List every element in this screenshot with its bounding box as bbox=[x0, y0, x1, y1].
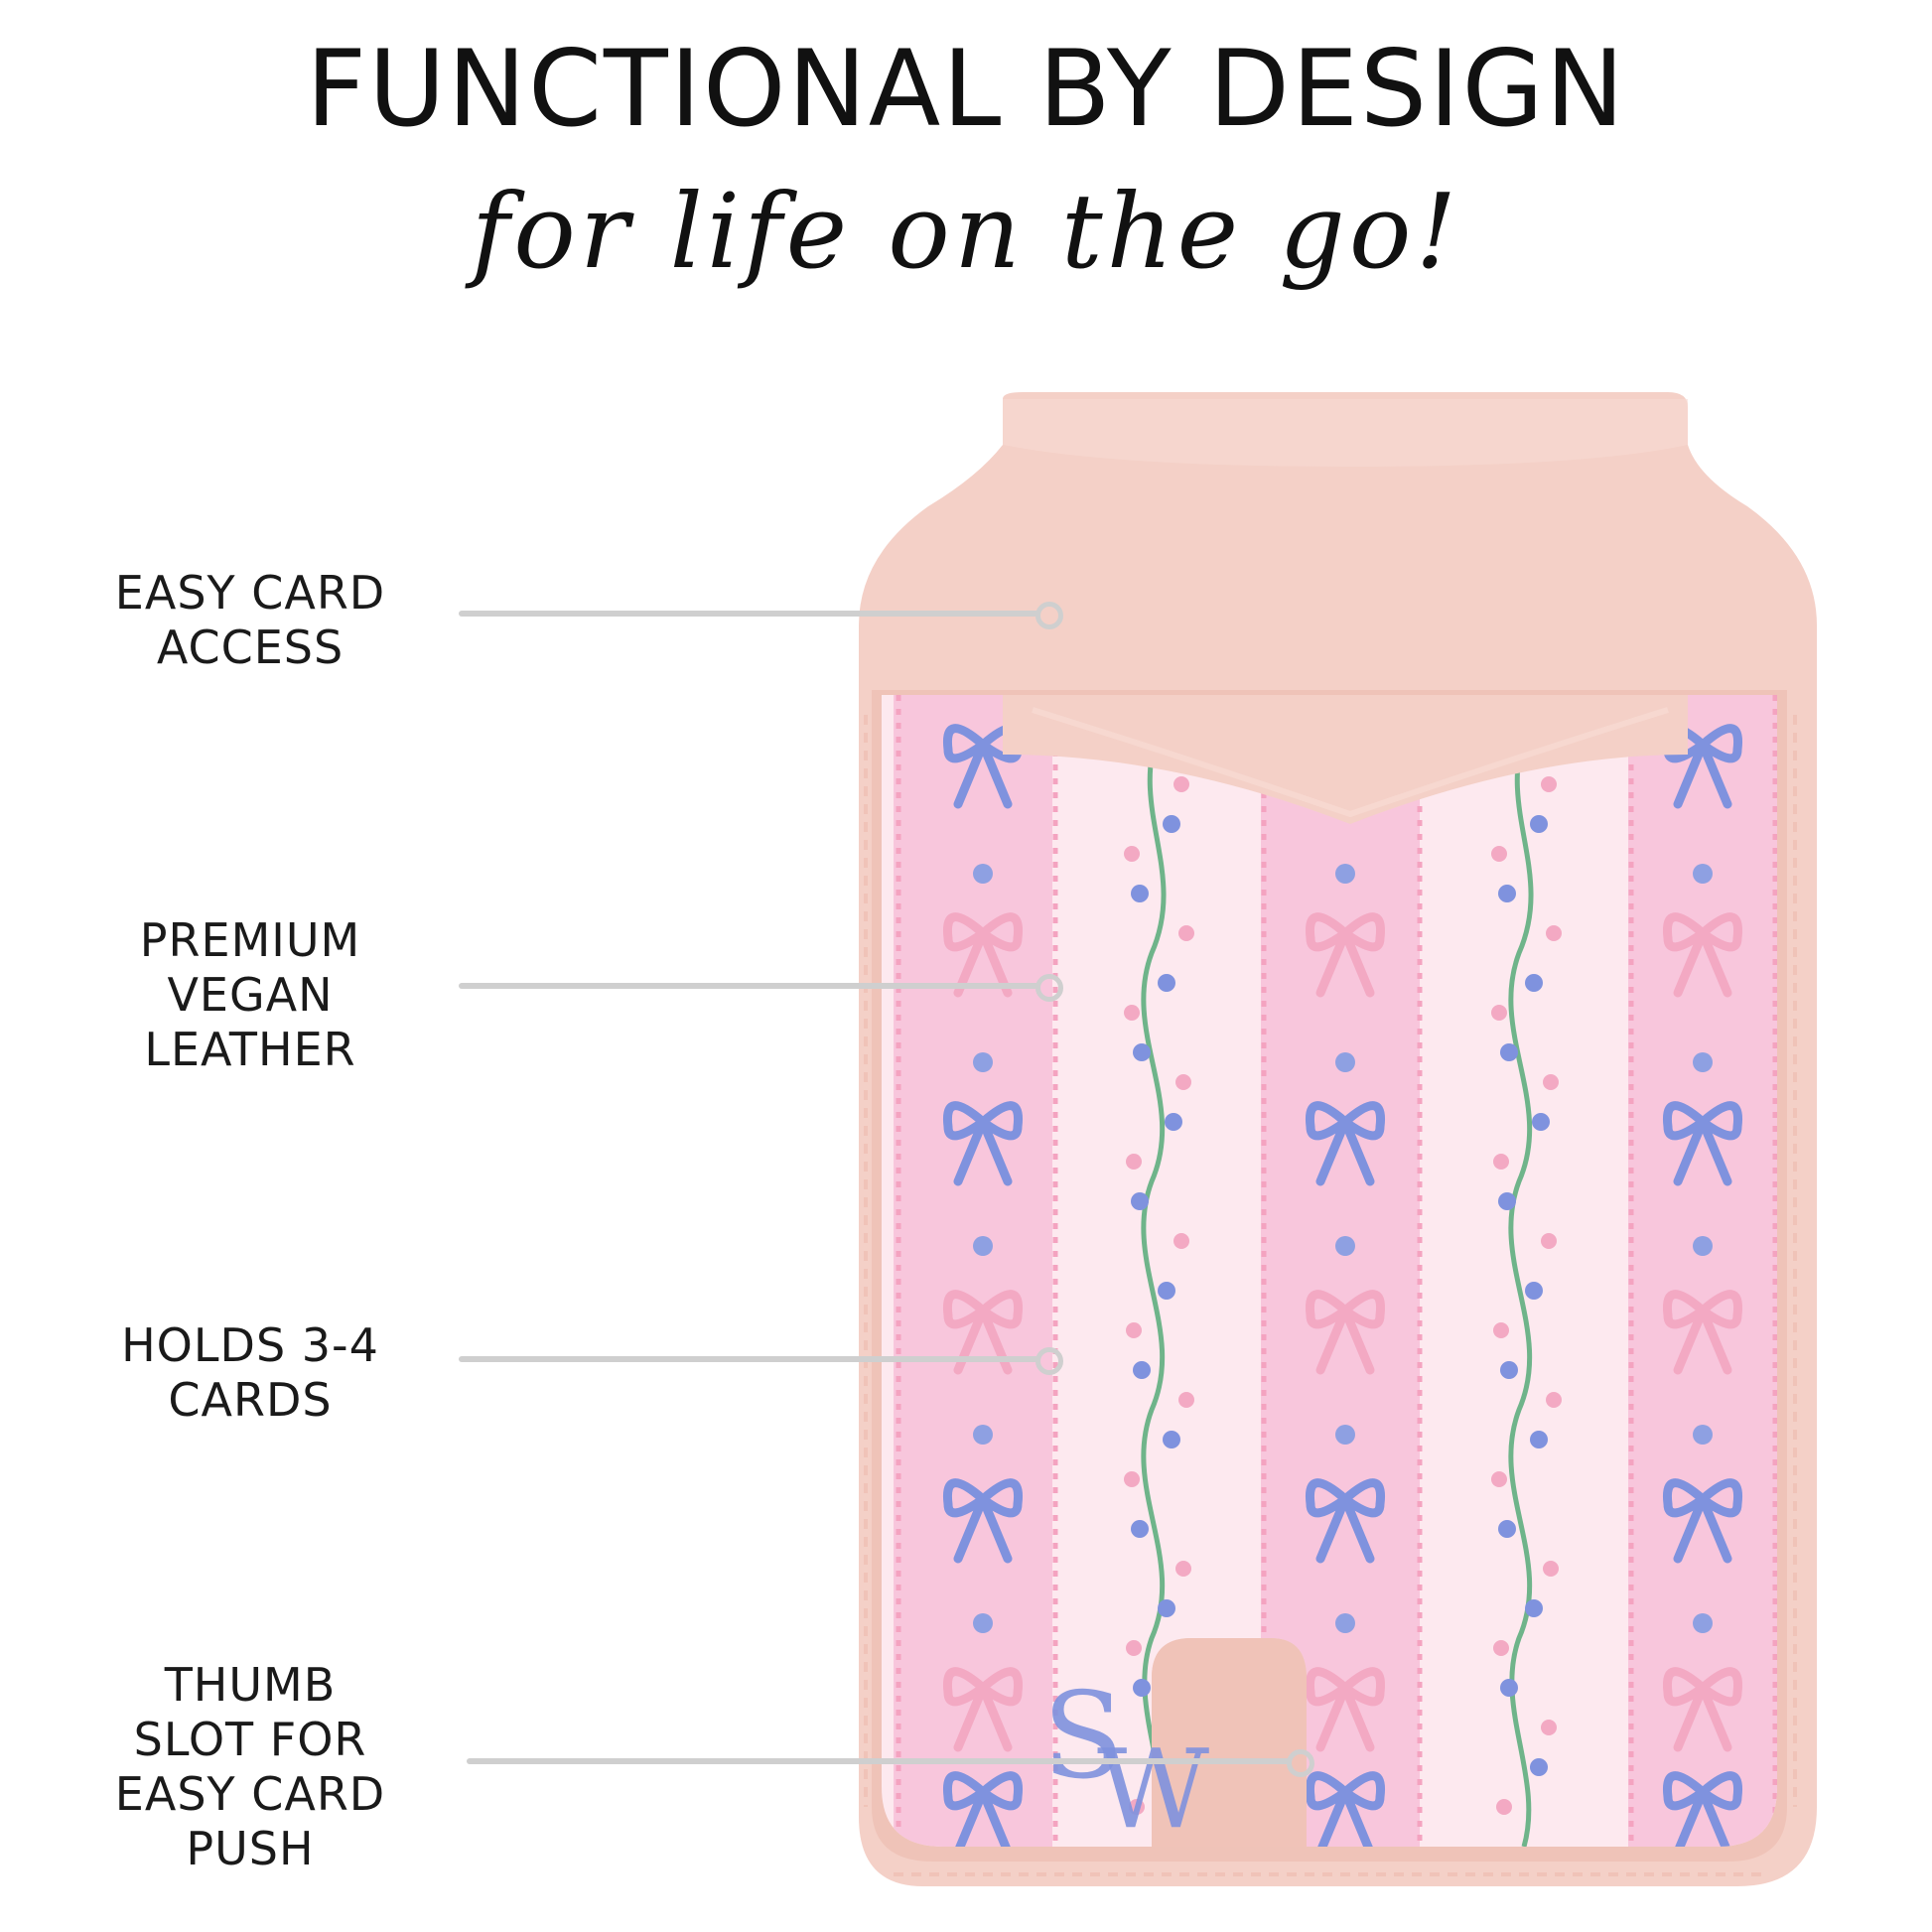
callout-dot-4 bbox=[1287, 1749, 1314, 1777]
front-print-panel bbox=[882, 695, 1777, 1847]
card-access-flap bbox=[1003, 695, 1688, 824]
callout-line-2 bbox=[459, 983, 1039, 989]
monogram: S bbox=[1042, 1668, 1124, 1806]
callout-line-1 bbox=[459, 611, 1039, 617]
page-title: FUNCTIONAL BY DESIGN bbox=[306, 28, 1626, 150]
callout-dot-2 bbox=[1035, 974, 1063, 1002]
svg-text:W: W bbox=[1097, 1725, 1209, 1853]
page-subtitle: for life on the go! bbox=[471, 171, 1461, 292]
bow-icon bbox=[942, 724, 1024, 809]
floral-vine-left bbox=[1141, 734, 1167, 1847]
callout-premium-vegan-leather: PREMIUM VEGAN LEATHER bbox=[139, 913, 361, 1076]
callout-easy-card-access: EASY CARD ACCESS bbox=[114, 566, 386, 674]
callout-thumb-slot: THUMB SLOT FOR EASY CARD PUSH bbox=[114, 1658, 386, 1875]
callout-line-4 bbox=[467, 1758, 1291, 1764]
callout-line-3 bbox=[459, 1356, 1039, 1362]
thumb-slot bbox=[1152, 1638, 1307, 1847]
callout-dot-3 bbox=[1035, 1347, 1063, 1375]
callout-holds-cards: HOLDS 3-4 CARDS bbox=[121, 1318, 379, 1427]
callout-dot-1 bbox=[1035, 602, 1063, 629]
